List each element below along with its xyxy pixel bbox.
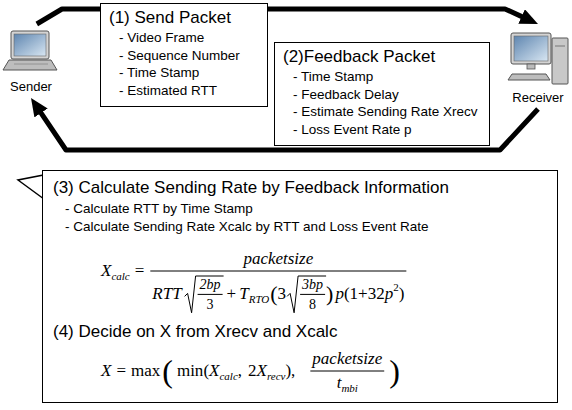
feedback-packet-box: (2)Feedback Packet- Time Stamp- Feedback… — [274, 42, 490, 146]
callout-heading: (3) Calculate Sending Rate by Feedback I… — [53, 177, 449, 198]
formula-term: T — [239, 285, 248, 304]
laptop-base — [3, 60, 57, 70]
calculation-callout: (3) Calculate Sending Rate by Feedback I… — [42, 170, 558, 403]
bullet-item: - Video Frame — [109, 29, 204, 47]
bullet-item: - Feedback Delay — [283, 86, 399, 104]
formula-term: X — [209, 362, 219, 381]
formula-term: (1+32 — [344, 285, 385, 304]
formula-term: ( — [270, 283, 277, 305]
node-label: Sender — [10, 79, 52, 95]
sender-node: Sender — [2, 24, 60, 98]
bullet-item: - Loss Event Rate p — [283, 121, 412, 139]
laptop-keys — [14, 64, 48, 65]
formula-term: ) — [399, 285, 405, 304]
formula-term: calc — [111, 270, 129, 282]
formula-term: max — [131, 362, 160, 381]
monitor-screen — [514, 36, 548, 61]
formula-term: packetsize — [243, 250, 313, 269]
formula-term: ), — [285, 362, 295, 381]
drive-slot — [555, 46, 565, 47]
formula-term: 3 — [207, 297, 214, 312]
formula-term: = — [116, 362, 126, 381]
formula-term: = — [135, 262, 145, 281]
bullet-item: - Time Stamp — [109, 64, 199, 82]
formula-term: calc — [219, 370, 237, 382]
formula-term: 8 — [309, 297, 316, 312]
formula-term: p — [385, 285, 394, 304]
tower-case — [552, 38, 568, 84]
bullet-item: - Estimated RTT — [109, 82, 217, 100]
laptop-screen — [14, 34, 46, 56]
radical-sign — [287, 276, 326, 313]
monitor-frame — [511, 33, 551, 64]
formula-term: t — [337, 374, 342, 393]
formula-term: packetsize — [312, 350, 382, 369]
formula-term: ( — [203, 362, 209, 381]
fraction-bar — [300, 294, 325, 295]
formula-term: RTO — [249, 293, 270, 305]
formula-term: ) — [389, 355, 400, 387]
formula-term: min — [177, 362, 203, 381]
fraction-bar — [150, 271, 406, 272]
formula-term: mbi — [341, 382, 358, 394]
send-packet-box: (1) Send Packet- Video Frame- Sequence N… — [100, 3, 268, 107]
formula-term: X — [257, 362, 267, 381]
formula-term: ( — [162, 355, 173, 387]
formula-term: X — [101, 362, 111, 381]
bullet-item: - Calculate Sending Rate Xcalc by RTT an… — [65, 219, 428, 236]
bullet-item: - Calculate RTT by Time Stamp — [65, 201, 253, 218]
bullet-item: - Estimate Sending Rate Xrecv — [283, 103, 478, 121]
bullet-item: - Sequence Number — [109, 47, 240, 65]
callout-heading: (4) Decide on X from Xrecv and Xcalc — [53, 321, 337, 342]
monitor-stand — [527, 64, 535, 69]
formula-term: 3 — [278, 285, 287, 304]
desktop-icon — [508, 33, 568, 84]
formula-term: ) — [326, 283, 333, 305]
keyboard — [508, 74, 550, 80]
formula-term: 2 — [393, 281, 399, 293]
formula-term: 3bp — [302, 277, 323, 292]
laptop-icon — [3, 31, 57, 70]
formula-term: , — [238, 362, 242, 381]
formula-term: recv — [267, 370, 286, 382]
receiver-node: Receiver — [506, 24, 570, 109]
radical-sign — [185, 276, 224, 313]
formula-term: X — [101, 262, 111, 281]
box-heading: (2)Feedback Packet — [283, 46, 435, 68]
formula-term: + — [227, 285, 237, 304]
node-label: Receiver — [512, 90, 563, 106]
formula-term: p — [335, 285, 344, 304]
formula-term: 2bp — [200, 277, 221, 292]
box-heading: (1) Send Packet — [109, 7, 231, 29]
laptop-lid — [11, 31, 49, 59]
formula-term: 2 — [248, 362, 257, 381]
formula-term: RTT — [152, 285, 181, 304]
fraction-bar — [198, 294, 223, 295]
fraction-bar — [310, 371, 384, 372]
bullet-item: - Time Stamp — [283, 68, 373, 86]
